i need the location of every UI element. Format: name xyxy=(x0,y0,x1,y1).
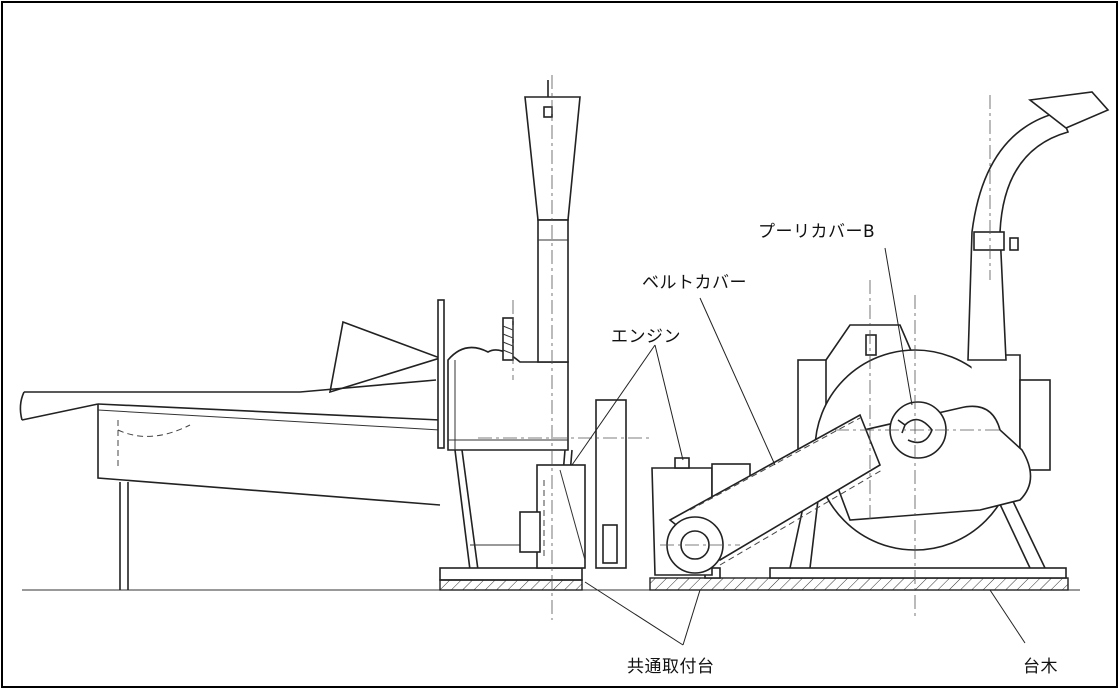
feeder-conveyor xyxy=(19,299,445,590)
label-pulley-cover-b: プーリカバーB xyxy=(758,222,876,242)
label-common-mount: 共通取付台 xyxy=(627,657,715,677)
label-belt-cover: ベルトカバー xyxy=(642,273,747,293)
right-base xyxy=(649,567,1069,591)
blower-body xyxy=(789,91,1110,569)
left-engine xyxy=(519,399,627,569)
chipper-body xyxy=(439,80,583,591)
label-base-block: 台木 xyxy=(1023,657,1058,677)
label-engine: エンジン xyxy=(611,327,681,347)
leader-lines xyxy=(571,247,1026,646)
